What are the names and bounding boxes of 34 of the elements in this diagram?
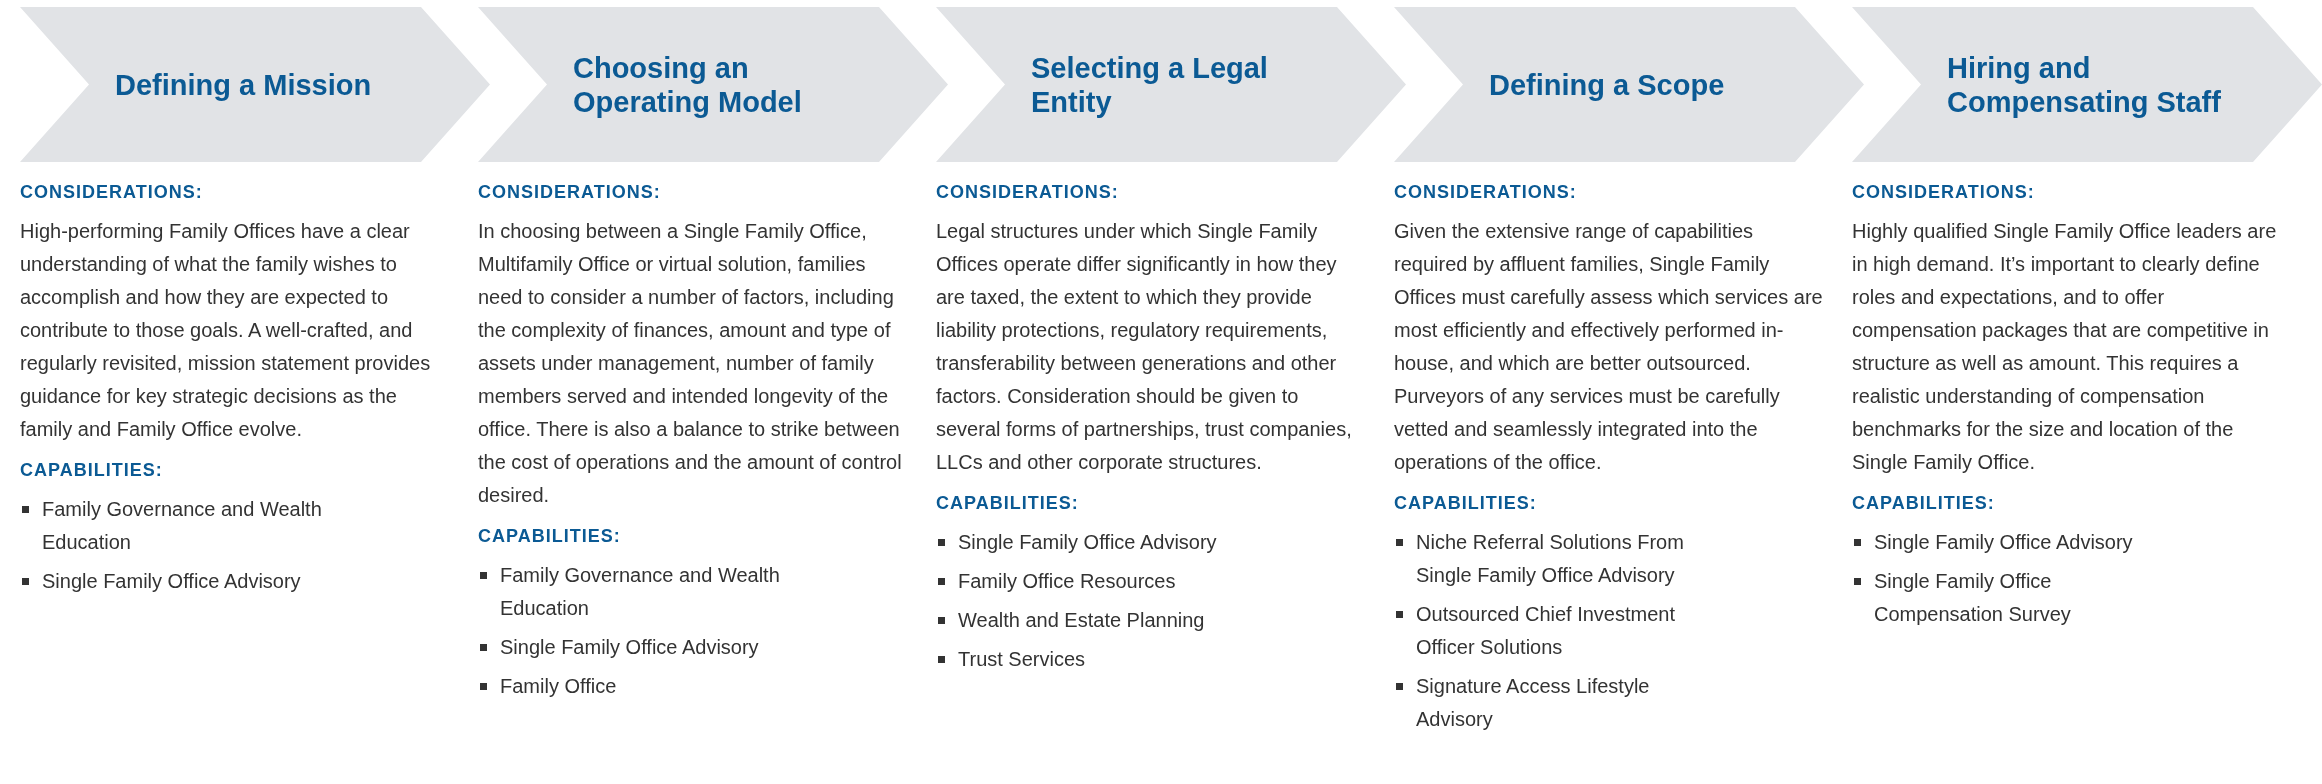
description-text: Given the extensive range of capabilities required by affluent families, Single Family Offices must carefully assess which services are most efficiently and effectively performed in-house, and which are better outsourced. Purveyors of any services must be carefully vetted and seamlessly integrated into the operations of the office.	[1394, 219, 1824, 475]
bullet-item: Niche Referral Solutions From Single Family Office Advisory	[1394, 526, 1706, 592]
section-heading: CAPABILITIES:	[478, 526, 622, 547]
description-text: Legal structures under which Single Family Offices operate differ significantly in how they are taxed, the extent to which they provide liability protections, regulatory requirements, transferability between generations and other factors. Consideration should be given to several forms of partnerships, trust companies, LLCs and other corporate structures.	[936, 219, 1353, 475]
step-heading: Defining a Mission	[115, 67, 372, 102]
bullet-item: Signature Access Lifestyle Advisory	[1394, 670, 1706, 736]
section-heading: CONSIDERATIONS:	[1394, 182, 1578, 203]
description-text: High-performing Family Offices have a clear understanding of what the family wishes to accomplish and how they are expected to contribute to those goals. A well-crafted, and regularly revisited, mission statement provides guidance for key strategic decisions as the family and Family Office evolve.	[20, 219, 432, 442]
section-heading: CAPABILITIES:	[20, 460, 164, 481]
section-heading: CAPABILITIES:	[1394, 493, 1538, 514]
bullet-item: Family Office Resources	[936, 565, 1176, 598]
section-heading: CONSIDERATIONS:	[20, 182, 204, 203]
bullet-item: Family Governance and Wealth Education	[478, 559, 790, 625]
section-heading: CONSIDERATIONS:	[478, 182, 662, 203]
bullet-item: Single Family Office Advisory	[1852, 526, 2133, 559]
section-heading: CONSIDERATIONS:	[1852, 182, 2036, 203]
description-text: Highly qualified Single Family Office leaders are in high demand. It’s important to clearly define roles and expectations, and to offer compensation packages that are competitive in structure as well as amount. This requires a realistic understanding of compensation benchmarks for the size and location of the Single Family Office.	[1852, 219, 2278, 475]
step-heading: Selecting a Legal Entity	[1031, 50, 1269, 119]
step-heading: Hiring and Compensating Staff	[1947, 50, 2222, 119]
section-heading: CAPABILITIES:	[936, 493, 1080, 514]
bullet-item: Single Family Office Compensation Survey	[1852, 565, 2164, 631]
bullet-item: Outsourced Chief Investment Officer Solutions	[1394, 598, 1706, 664]
section-heading: CONSIDERATIONS:	[936, 182, 1120, 203]
step-heading: Defining a Scope	[1489, 67, 1725, 102]
bullet-item: Single Family Office Advisory	[478, 631, 759, 664]
bullet-item: Wealth and Estate Planning	[936, 604, 1205, 637]
bullet-item: Family Governance and Wealth Education	[20, 493, 332, 559]
bullet-item: Trust Services	[936, 643, 1086, 676]
bullet-item: Family Office	[478, 670, 617, 703]
bullet-item: Single Family Office Advisory	[20, 565, 301, 598]
step-heading: Choosing an Operating Model	[573, 50, 803, 119]
section-heading: CAPABILITIES:	[1852, 493, 1996, 514]
description-text: In choosing between a Single Family Office, Multifamily Office or virtual solution, families need to consider a number of factors, including the complexity of finances, amount and type of assets under management, number of family members served and intended longevity of the office. There is also a balance to strike between the cost of operations and the amount of control desired.	[478, 219, 903, 508]
bullet-item: Single Family Office Advisory	[936, 526, 1217, 559]
